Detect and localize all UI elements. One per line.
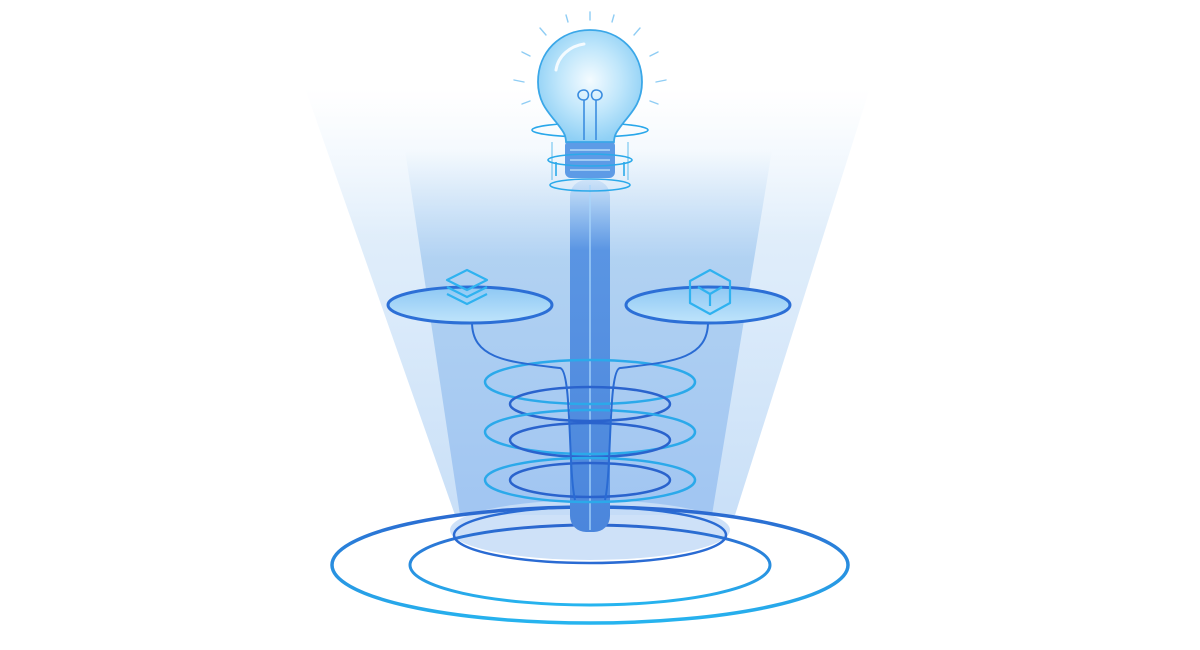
right-connector [604,321,709,501]
right-plate [624,285,792,325]
filament [577,89,603,140]
bulb-socket [531,122,649,192]
left-plate [386,285,554,325]
coil-rings [483,358,697,504]
cube-icon [688,268,732,316]
bulb-highlight [554,42,586,72]
left-connector [471,321,576,501]
lightbulb-icon [537,29,643,143]
light-rays [513,11,667,105]
layers-icon [445,268,489,306]
